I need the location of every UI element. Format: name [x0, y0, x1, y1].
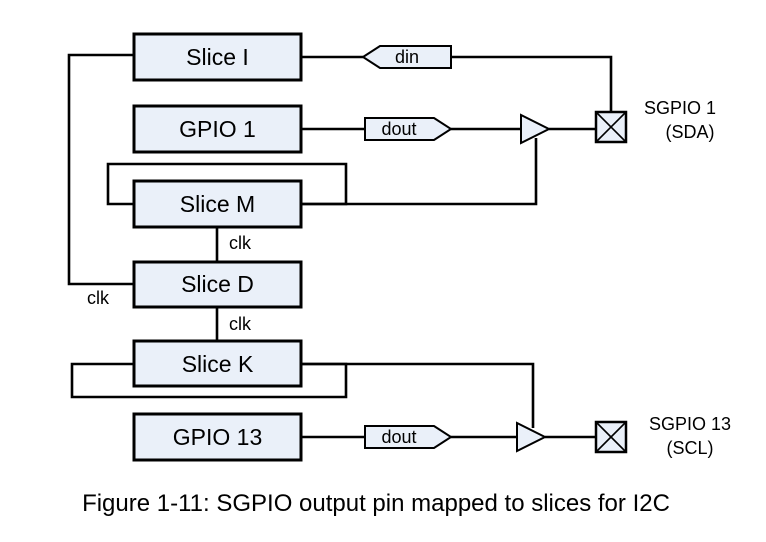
sgpio-1-pin-icon — [594, 110, 628, 144]
gpio-13-block: GPIO 13 — [132, 412, 303, 462]
clk-left-wire — [67, 53, 134, 286]
clk-label-left: clk — [87, 288, 110, 308]
gpio-1-label: GPIO 1 — [179, 116, 256, 142]
clk-label-d-k: clk — [229, 314, 252, 334]
slice-m-enable-wire — [301, 138, 538, 206]
slice-k-block: Slice K — [132, 339, 303, 388]
figure-caption: Figure 1-11: SGPIO output pin mapped to … — [82, 490, 670, 517]
din-label: din — [395, 47, 419, 67]
slice-d-block: Slice D — [132, 260, 303, 309]
dout-tag-1: dout — [364, 117, 453, 141]
output-buffer-1 — [520, 113, 552, 145]
din-wire — [301, 55, 613, 111]
sgpio-13-pin-icon — [594, 420, 628, 454]
sgpio-13-name: SGPIO 13 — [649, 414, 731, 434]
slice-m-label: Slice M — [180, 191, 255, 217]
din-tag: din — [361, 45, 452, 69]
sgpio-13-function: (SCL) — [666, 438, 713, 458]
sgpio-1-name: SGPIO 1 — [644, 98, 716, 118]
output-buffer-13 — [516, 421, 548, 453]
slice-k-enable-wire — [301, 362, 535, 428]
sgpio-1-function: (SDA) — [666, 122, 715, 142]
slice-i-block: Slice I — [132, 32, 303, 82]
dout-label-1: dout — [381, 119, 416, 139]
slice-i-label: Slice I — [186, 44, 249, 70]
gpio-13-label: GPIO 13 — [173, 424, 262, 450]
dout-tag-13: dout — [364, 425, 453, 449]
clk-label-m-d: clk — [229, 233, 252, 253]
gpio-1-block: GPIO 1 — [132, 104, 303, 154]
slice-m-block: Slice M — [132, 179, 303, 229]
slice-d-label: Slice D — [181, 271, 254, 297]
slice-k-label: Slice K — [182, 351, 254, 377]
dout-label-13: dout — [381, 427, 416, 447]
